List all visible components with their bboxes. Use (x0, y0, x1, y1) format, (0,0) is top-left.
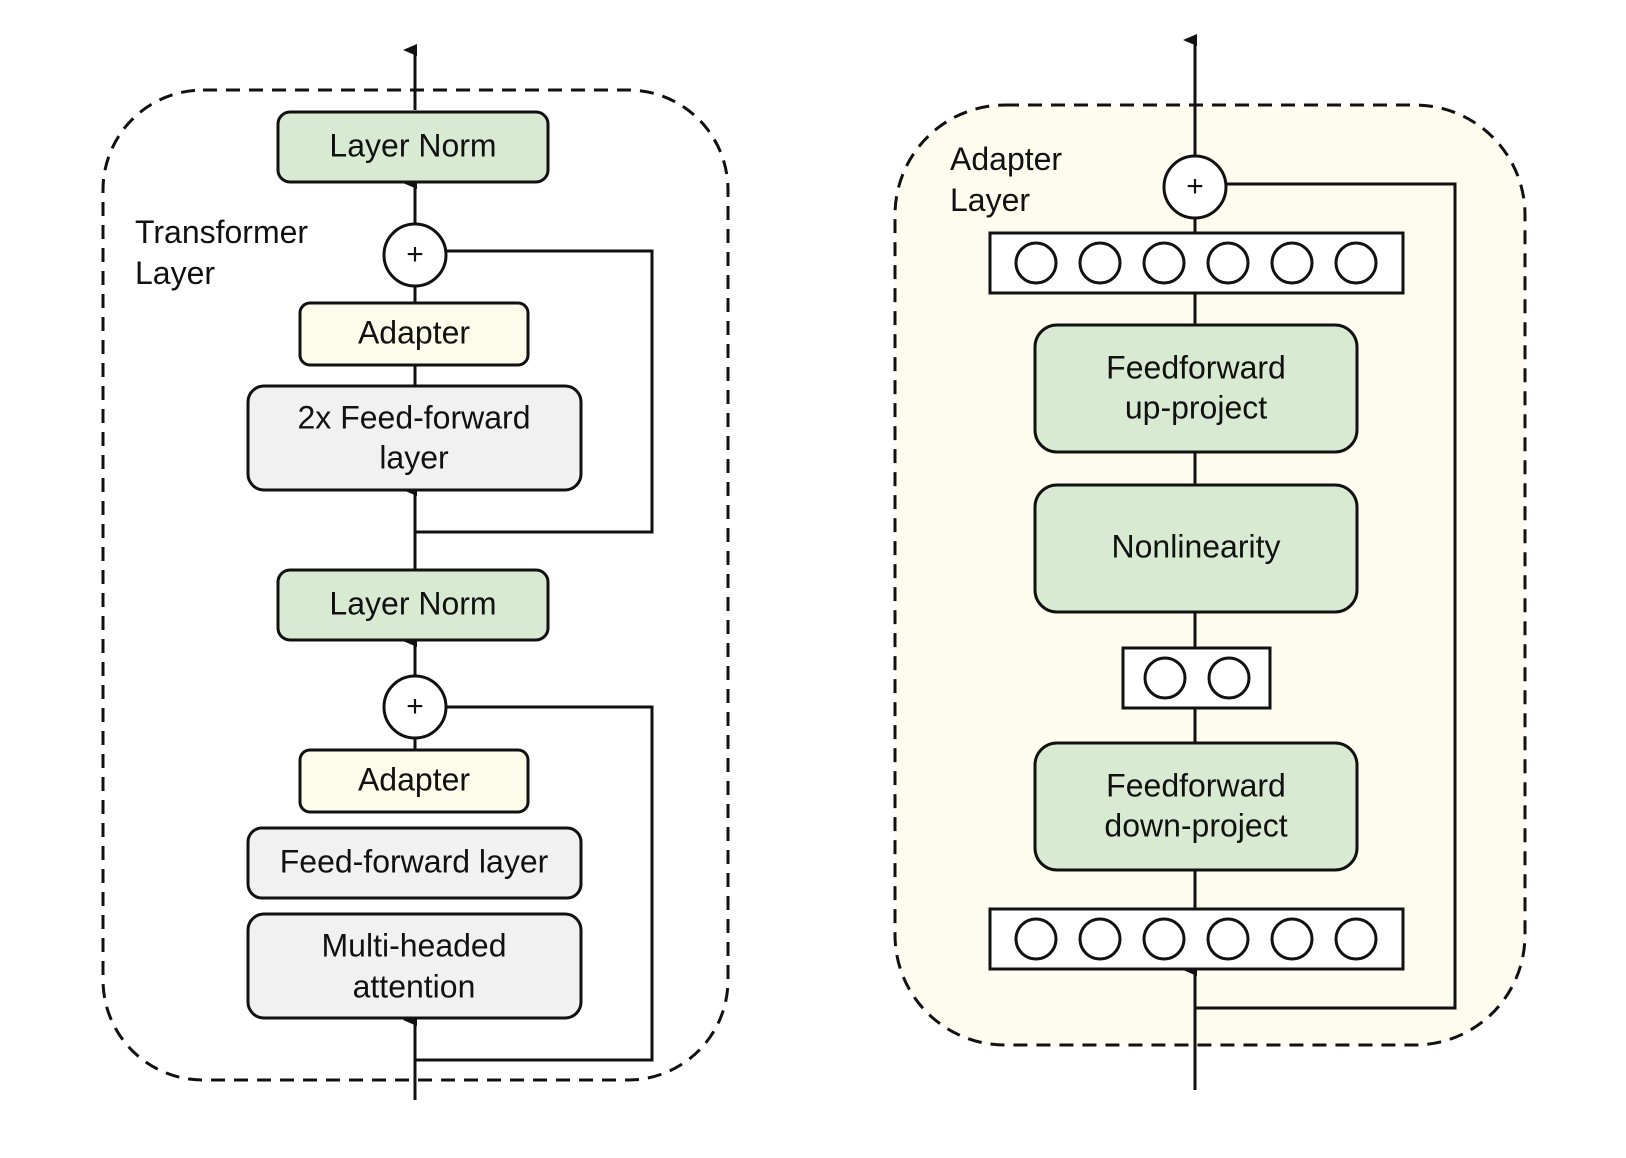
feed-forward-layer-label: Feed-forward layer (280, 843, 549, 879)
adapter-connectors (1183, 34, 1457, 1090)
top-unit-circle (1078, 241, 1122, 285)
top-unit-circle (1142, 241, 1186, 285)
transformer-layer-panel: Transformer Layer Layer Norm + (101, 44, 730, 1100)
adapter-residual-add: + (1162, 154, 1228, 220)
top-unit-circle (1206, 241, 1250, 285)
bottom-unit-circle (1334, 917, 1378, 961)
plus-top-symbol: + (406, 238, 424, 271)
transformer-connectors (403, 44, 654, 1100)
layer-norm-top-label: Layer Norm (329, 127, 496, 163)
top-unit-bar (988, 231, 1405, 295)
bottom-unit-circle (1014, 917, 1058, 961)
mha-label-line2: attention (353, 968, 476, 1004)
residual-add-bottom: + (382, 674, 448, 740)
down-project-label-line2: down-project (1104, 807, 1287, 843)
layer-norm-top: Layer Norm (276, 110, 550, 184)
top-unit-circle (1270, 241, 1314, 285)
top-unit-circles (1014, 241, 1378, 285)
bottom-unit-circle (1142, 917, 1186, 961)
feedforward-up-project: Feedforward up-project (1033, 323, 1359, 454)
mha-label-line1: Multi-headed (322, 927, 507, 963)
top-unit-circle (1014, 241, 1058, 285)
bottleneck-unit-bar (1121, 646, 1272, 710)
ff2x-label-line1: 2x Feed-forward (298, 399, 531, 435)
bottleneck-unit-circle (1143, 656, 1187, 700)
adapter-top-label: Adapter (358, 314, 470, 350)
adapter-title-line2: Layer (950, 182, 1030, 218)
up-project-label-line1: Feedforward (1106, 349, 1286, 385)
bottleneck-unit-circle (1207, 656, 1251, 700)
down-project-label-line1: Feedforward (1106, 767, 1286, 803)
layer-norm-bottom: Layer Norm (276, 568, 550, 642)
adapter-bottom: Adapter (298, 748, 530, 814)
residual-add-top: + (382, 222, 448, 288)
layer-norm-bottom-label: Layer Norm (329, 585, 496, 621)
feedforward-down-project: Feedforward down-project (1033, 741, 1359, 872)
transformer-title-line1: Transformer (135, 214, 308, 250)
adapter-layer-panel: Adapter Layer + Feedforward up-pr (893, 34, 1527, 1090)
bottom-unit-circles (1014, 917, 1378, 961)
feed-forward-2x: 2x Feed-forward layer (246, 384, 583, 492)
adapter-bottom-label: Adapter (358, 761, 470, 797)
adapter-title-line1: Adapter (950, 141, 1062, 177)
adapter-top: Adapter (298, 301, 530, 367)
up-project-label-line2: up-project (1125, 389, 1267, 425)
bottom-unit-circle (1206, 917, 1250, 961)
bottom-unit-circle (1270, 917, 1314, 961)
adapter-plus-symbol: + (1186, 170, 1204, 203)
multi-headed-attention: Multi-headed attention (246, 912, 583, 1020)
bottleneck-unit-circles (1143, 656, 1251, 700)
feed-forward-layer: Feed-forward layer (246, 826, 583, 900)
bottom-unit-circle (1078, 917, 1122, 961)
plus-bottom-symbol: + (406, 690, 424, 723)
top-unit-circle (1334, 241, 1378, 285)
nonlinearity-label: Nonlinearity (1112, 528, 1281, 564)
nonlinearity: Nonlinearity (1033, 483, 1359, 614)
transformer-title-line2: Layer (135, 255, 215, 291)
bottom-unit-bar (988, 907, 1405, 971)
ff2x-label-line2: layer (379, 439, 449, 475)
